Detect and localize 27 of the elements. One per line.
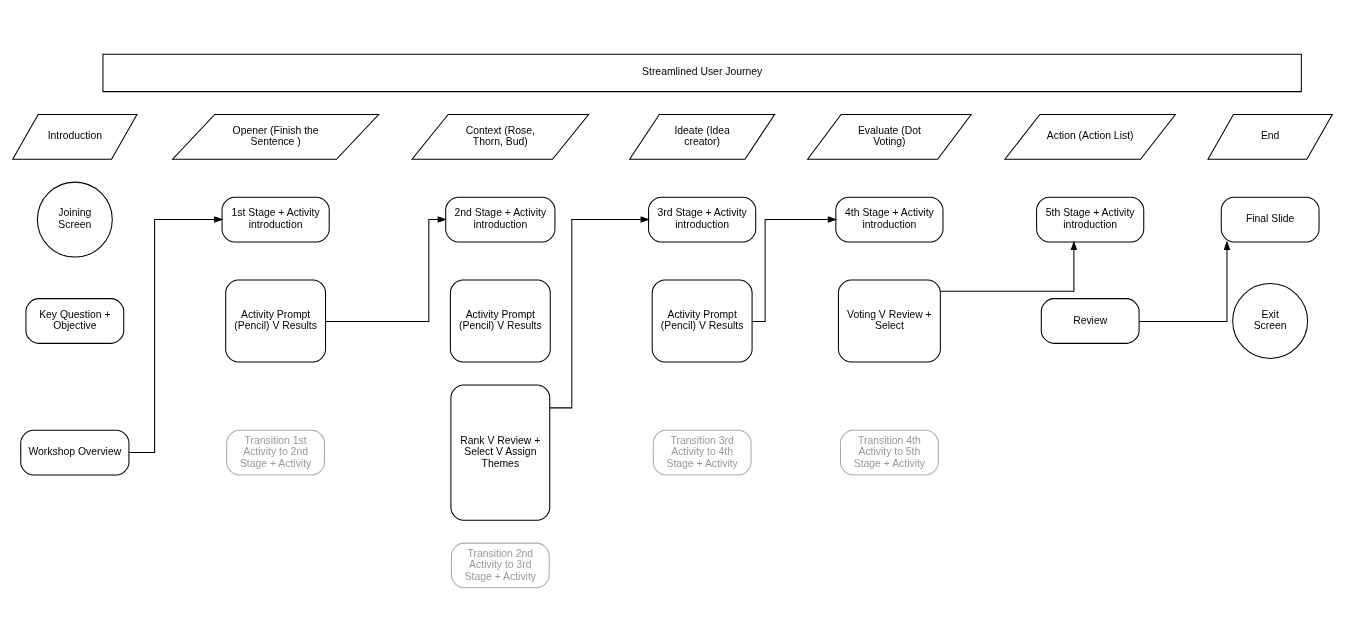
arrow: [940, 240, 1078, 292]
arrow: [128, 216, 224, 454]
node-box: Transition 4th Activity to 5th Stage + Activity: [840, 429, 939, 476]
node-box: Transition 3rd Activity to 4th Stage + Activity: [652, 429, 752, 476]
node-box: 4th Stage + Activity introduction: [835, 196, 944, 243]
arrow: [549, 216, 650, 409]
node-box: 3rd Stage + Activity introduction: [648, 196, 757, 243]
node-box: 2nd Stage + Activity introduction: [445, 196, 556, 243]
node-box: Workshop Overview: [20, 429, 130, 476]
node-box: 1st Stage + Activity introduction: [221, 196, 330, 243]
node-box: Activity Prompt (Pencil) V Results: [651, 279, 753, 363]
node-box: Streamlined User Journey: [102, 53, 1302, 93]
node-box: 5th Stage + Activity introduction: [1036, 196, 1145, 243]
node-box: Rank V Review + Select V Assign Themes: [450, 384, 551, 521]
node-box: Activity Prompt (Pencil) V Results: [449, 279, 551, 363]
arrow: [1138, 240, 1231, 323]
node-box: Transition 2nd Activity to 3rd Stage + Activity: [450, 542, 550, 589]
arrow: [751, 216, 838, 323]
node-box: Transition 1st Activity to 2nd Stage + Activity: [226, 429, 326, 476]
node-circle: Exit Screen: [1232, 283, 1309, 359]
node-box: Activity Prompt (Pencil) V Results: [225, 279, 327, 363]
node-box: Final Slide: [1220, 196, 1320, 243]
node-box: Key Question + Objective: [25, 298, 125, 344]
node-box: Voting V Review + Select: [837, 279, 941, 363]
arrow: [325, 216, 447, 323]
node-circle: Joining Screen: [36, 181, 113, 258]
node-box: Review: [1040, 298, 1140, 344]
